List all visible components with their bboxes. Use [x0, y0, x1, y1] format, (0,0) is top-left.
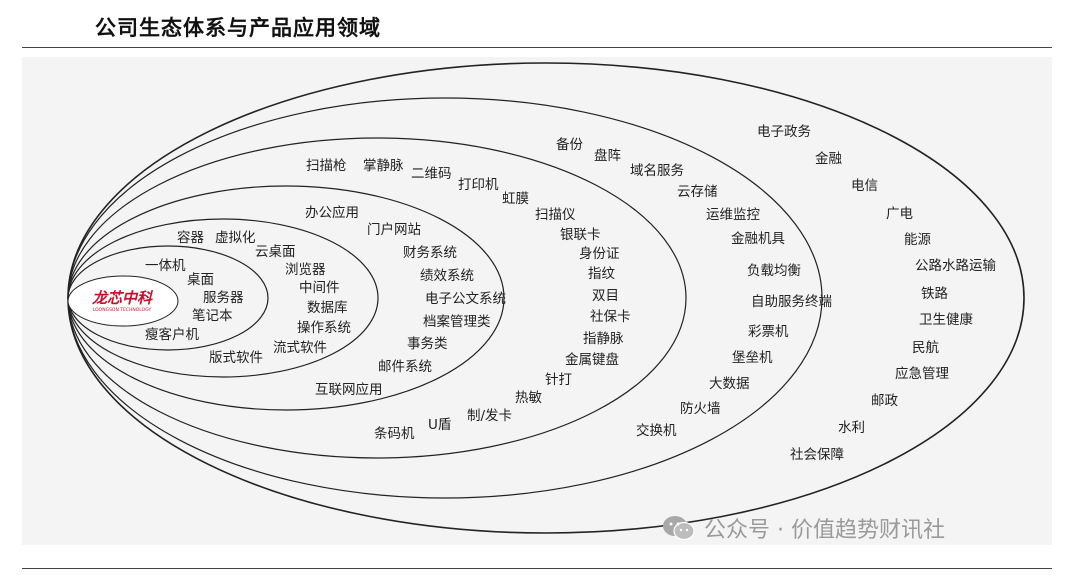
label-liulanqi: 浏览器 [285, 262, 326, 278]
watermark-text: 公众号 · 价值趋势财讯社 [704, 518, 945, 543]
label-rongqi: 容器 [177, 229, 204, 246]
logo-ellipse [67, 275, 179, 327]
label-guangdian: 广电 [886, 206, 913, 222]
label-shiwulei: 事务类 [407, 336, 448, 352]
label-beifen: 备份 [556, 136, 584, 153]
label-udun: U盾 [428, 417, 451, 433]
label-banshiruanjian: 版式软件 [209, 350, 263, 366]
bottom-divider [22, 568, 1052, 569]
page-title: 公司生态体系与产品应用领域 [95, 16, 381, 40]
label-shujuku: 数据库 [307, 300, 348, 316]
label-dianzizhengwu: 电子政务 [757, 124, 811, 140]
wechat-icon [663, 516, 695, 541]
label-zhijingmai: 指静脉 [583, 331, 624, 347]
logo-subtitle: LOONGSON TECHNOLOGY [93, 307, 152, 313]
label-fuwuqi: 服务器 [203, 290, 244, 306]
label-tiaomaji: 条码机 [374, 425, 415, 442]
label-caiwuxitong: 财务系统 [403, 245, 457, 261]
label-menhuwangzhan: 门户网站 [367, 221, 421, 238]
label-zhangjingmai: 掌静脉 [363, 158, 404, 174]
label-shoukehuji: 瘦客户机 [145, 326, 199, 343]
label-caipiaoji: 彩票机 [748, 324, 789, 340]
label-shehuibaozhang: 社会保障 [790, 447, 844, 463]
loongson-logo: 龙芯中科 LOONGSON TECHNOLOGY [92, 289, 154, 313]
label-erweima: 二维码 [411, 166, 452, 182]
label-shuili: 水利 [838, 420, 865, 436]
label-jinrongjiju: 金融机具 [731, 231, 785, 247]
label-hongmo: 虹膜 [502, 191, 529, 207]
label-weishengjiankang: 卫生健康 [919, 311, 973, 328]
label-jixiaoxitong: 绩效系统 [420, 268, 474, 284]
label-shuangmu: 双目 [592, 288, 619, 304]
label-danganguanli: 档案管理类 [423, 313, 491, 330]
label-zhifaka: 制/发卡 [467, 408, 512, 424]
label-zhenda: 针打 [545, 371, 572, 388]
label-yingjiguanli: 应急管理 [895, 365, 949, 382]
label-caozuoxitong: 操作系统 [297, 320, 351, 336]
label-hulianwang: 互联网应用 [315, 381, 383, 398]
label-nengyuan: 能源 [904, 232, 932, 248]
label-jinrong: 金融 [815, 151, 843, 167]
label-baoleiji: 堡垒机 [732, 350, 773, 366]
label-dayinji: 打印机 [458, 176, 499, 193]
logo-text: 龙芯中科 [92, 289, 154, 307]
label-zhuomian: 桌面 [187, 272, 214, 288]
label-zhiwen: 指纹 [588, 266, 616, 282]
label-fanghuoqiang: 防火墙 [680, 401, 721, 417]
label-yinlianka: 银联卡 [560, 227, 601, 243]
label-saomiaoyi: 扫描仪 [535, 207, 576, 223]
label-yunweijiankong: 运维监控 [706, 207, 760, 223]
label-shenfenzheng: 身份证 [579, 246, 620, 262]
label-minhang: 民航 [912, 340, 940, 356]
label-jiaohuanji: 交换机 [636, 422, 677, 439]
label-zizhufuwu: 自助服务终端 [751, 294, 832, 310]
label-panzhen: 盘阵 [594, 147, 621, 164]
label-remin: 热敏 [515, 390, 543, 406]
label-yumingfuwu: 域名服务 [630, 163, 684, 179]
label-shebaoka: 社保卡 [590, 309, 631, 325]
label-bangongyingyong: 办公应用 [305, 204, 359, 221]
label-yuncunchu: 云存储 [677, 184, 718, 200]
label-dianxin: 电信 [851, 178, 878, 194]
label-youjianxitong: 邮件系统 [378, 359, 432, 375]
label-dianzigongwen: 电子公文系统 [425, 291, 506, 307]
label-fuzaijunheng: 负载均衡 [747, 263, 801, 279]
label-yitiji: 一体机 [145, 258, 186, 274]
watermark: 公众号 · 价值趋势财讯社 [662, 512, 945, 544]
label-tielu: 铁路 [921, 286, 949, 302]
top-divider [22, 47, 1052, 48]
label-gonglushuilu: 公路水路运输 [915, 258, 996, 274]
label-yunzhuomian: 云桌面 [255, 244, 296, 260]
label-saomiaoqiang: 扫描枪 [306, 157, 347, 174]
label-bijiben: 笔记本 [192, 308, 233, 324]
label-youzheng: 邮政 [871, 393, 899, 409]
label-xunihua: 虚拟化 [215, 230, 256, 246]
label-jinshujianpan: 金属键盘 [565, 351, 619, 368]
label-zhongjianjian: 中间件 [299, 280, 340, 296]
label-liushiruanjian: 流式软件 [273, 340, 327, 356]
label-dashuju: 大数据 [709, 376, 750, 392]
